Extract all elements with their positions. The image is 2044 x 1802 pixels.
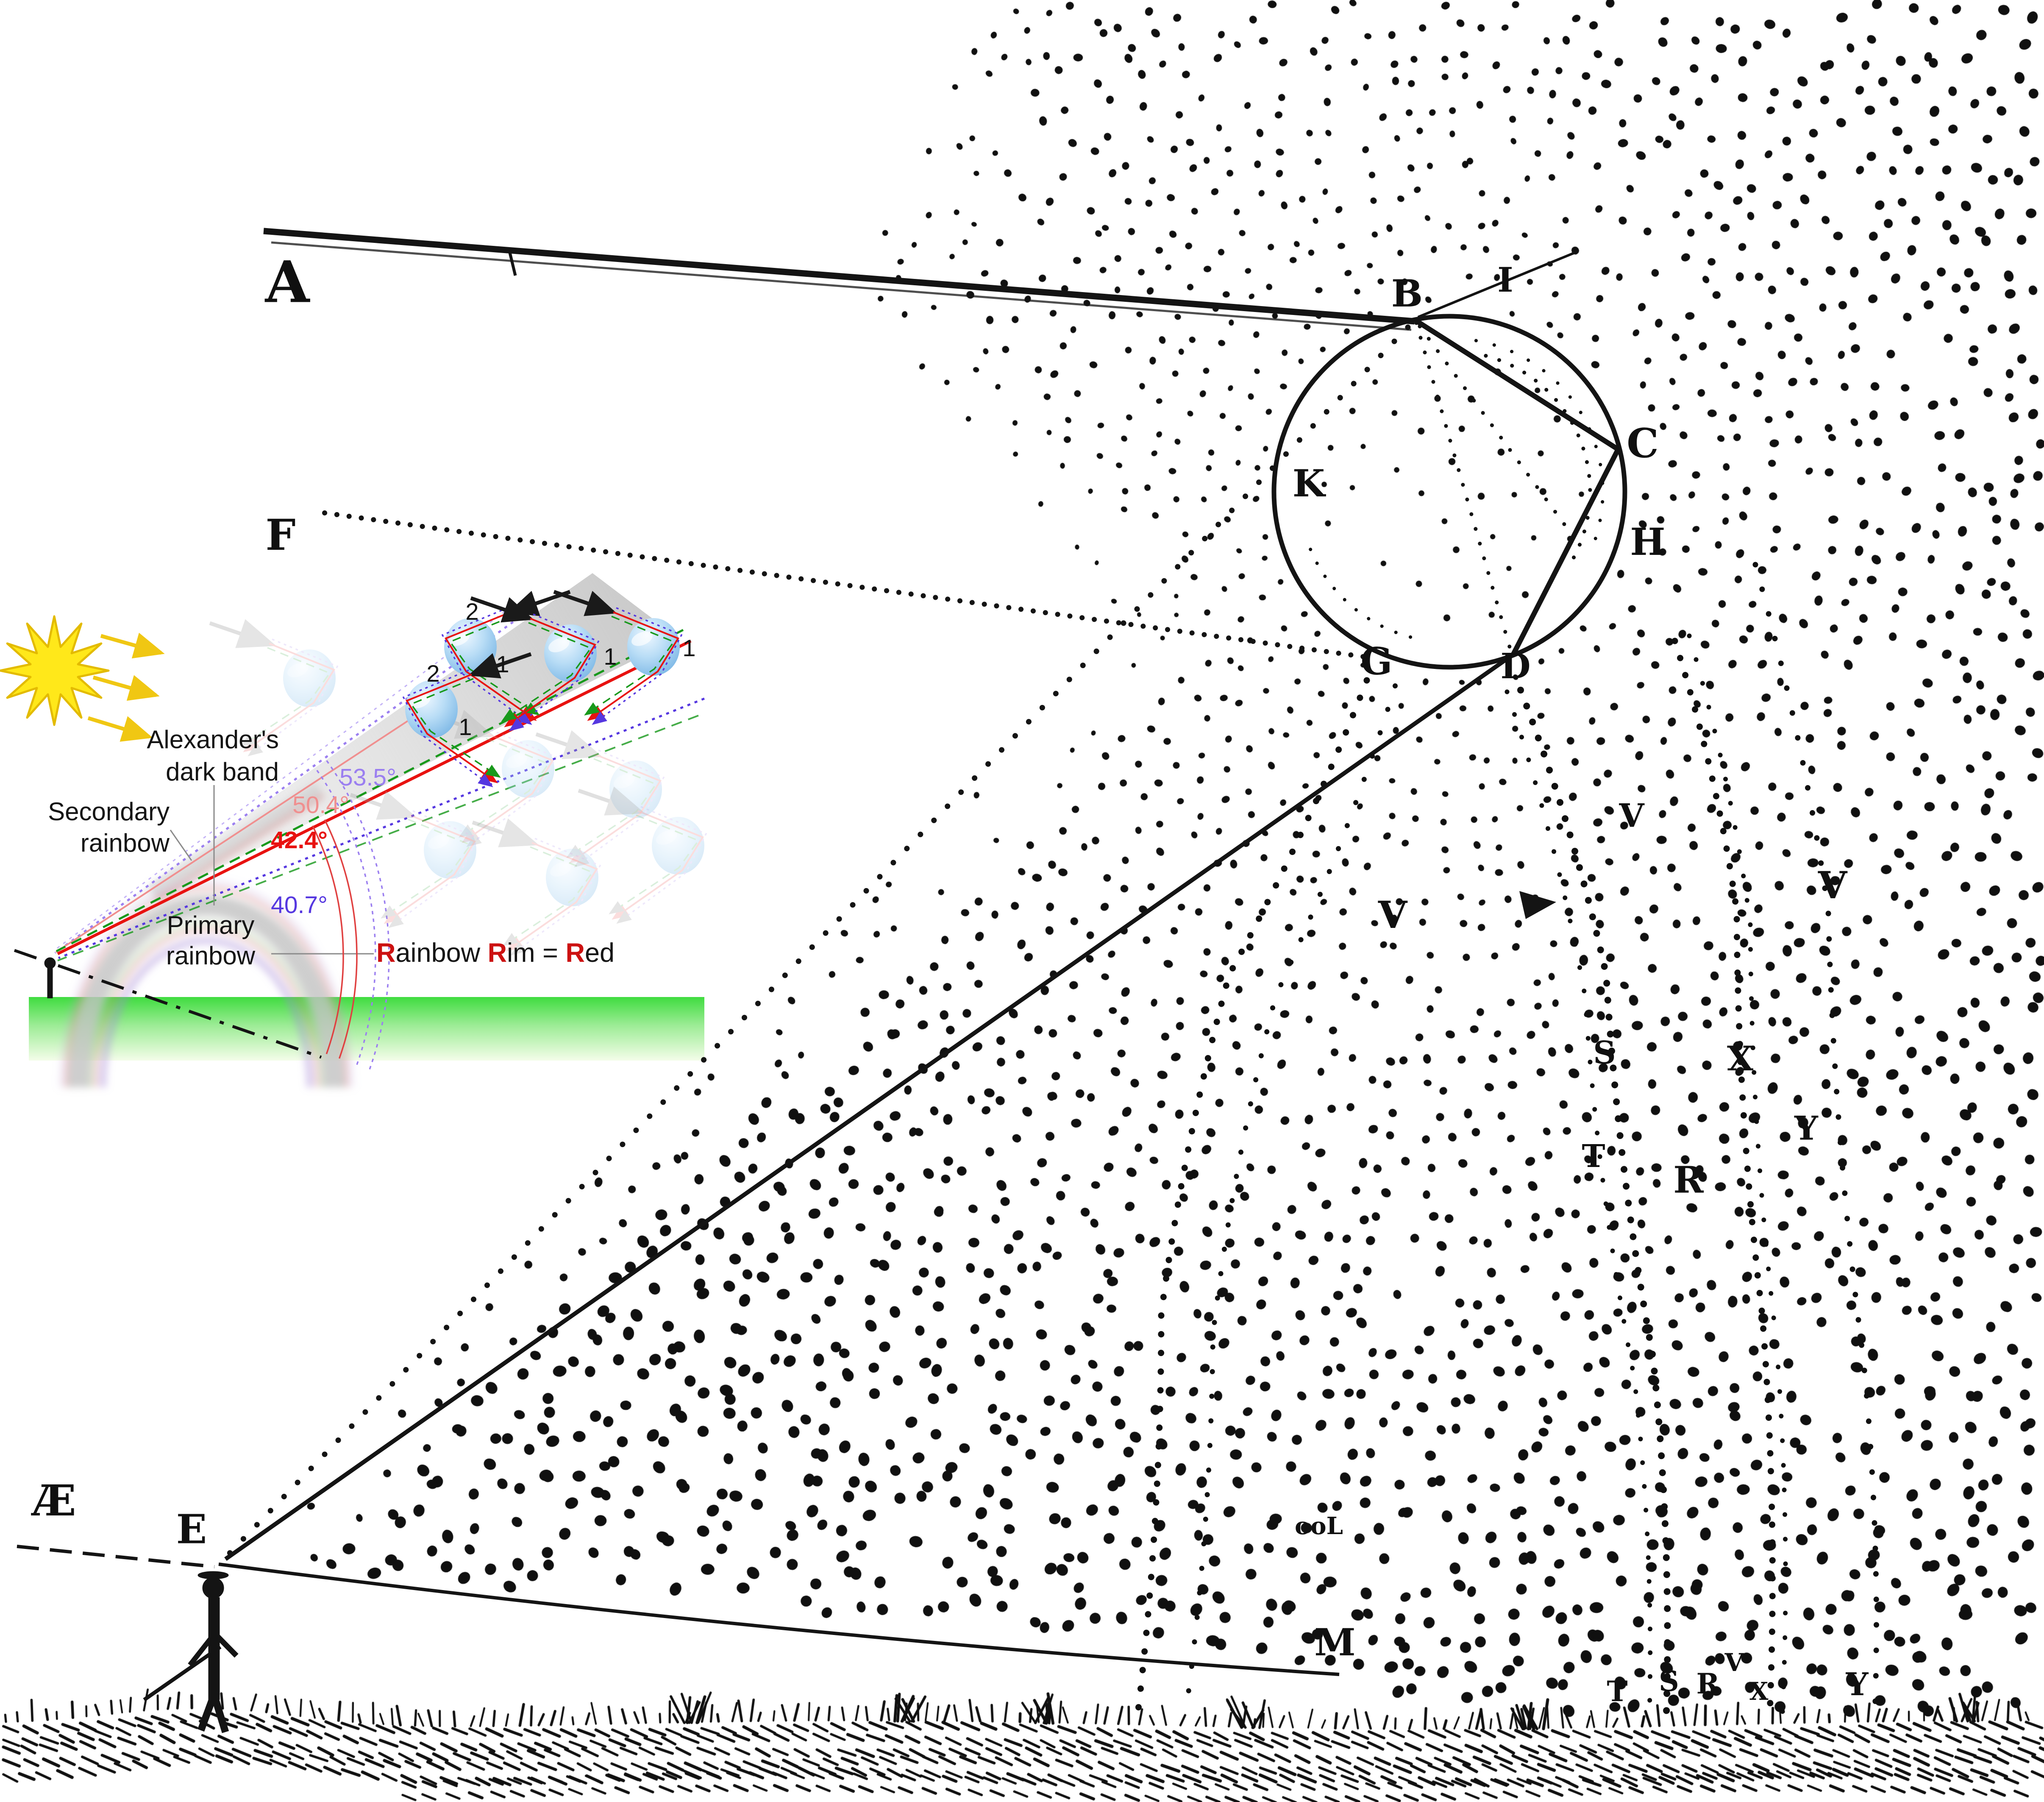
- letter-Y-bottom: Y: [1846, 1666, 1869, 1703]
- rainbow-angles-inset: [0, 573, 707, 1088]
- letter-V-mid: V: [1619, 797, 1645, 835]
- water-droplet: [402, 652, 532, 788]
- label-primary-line2: rainbow: [166, 941, 256, 970]
- label-secondary-line2: rainbow: [80, 829, 170, 857]
- letter-T-upper: T: [1582, 1138, 1605, 1175]
- water-drop-circle: [1271, 314, 1627, 670]
- caustic-dotted-curve: [1517, 687, 1671, 1716]
- letter-K: K: [1293, 461, 1327, 505]
- label-primary-line1: Primary: [167, 911, 255, 939]
- water-droplet-faded: [472, 818, 601, 956]
- water-droplet-faded: [578, 786, 707, 924]
- rim-text: =: [535, 938, 566, 968]
- letter-AE: Æ: [31, 1476, 76, 1526]
- letter-D: D: [1500, 646, 1530, 687]
- letter-R-upper: R: [1673, 1159, 1704, 1202]
- ray-42-4: [57, 639, 692, 955]
- rim-letter-R: R: [487, 938, 507, 968]
- caustic-dotted-curve: [1752, 562, 1879, 1716]
- horizon-dash-left: [17, 1545, 215, 1568]
- drop-inner-dotted-arc: [1484, 354, 1592, 564]
- sun-ray-A-line: [263, 228, 1415, 325]
- letter-M: M: [1314, 1620, 1355, 1664]
- angle-label-50.4: 50.4°: [292, 791, 349, 819]
- letter-B: B: [1391, 271, 1423, 315]
- chord-B-C: [1415, 318, 1620, 452]
- rim-text: ed: [584, 938, 615, 968]
- ray-D-to-eye: [224, 655, 1511, 1561]
- label-alexanders-line1: Alexander's: [147, 725, 279, 754]
- letter-H: H: [1630, 520, 1665, 564]
- letter-R-bottom: R: [1696, 1667, 1720, 1700]
- ray-number-2-4: 2: [426, 660, 440, 687]
- water-droplet: [470, 596, 600, 732]
- angle-label-53.5: 53.5°: [339, 764, 396, 791]
- dart-arrow-icon: [1519, 891, 1556, 919]
- sun-ray-A-line-2: [271, 241, 1412, 331]
- tick-on-A-line: [508, 251, 517, 276]
- letter-A: A: [264, 248, 311, 316]
- rainbow-rim-label: Rainbow Rim = Red: [376, 938, 615, 968]
- anti-solar-dashdot-line: [14, 949, 322, 1059]
- primary-rainbow-arch: [60, 880, 353, 1088]
- sun-core: [32, 649, 76, 693]
- caustic-dotted-curve: [1183, 683, 1398, 1715]
- caustic-dotted-curve: [1504, 689, 1653, 1715]
- B-I-extension: [1417, 251, 1576, 318]
- ray-50-4: [55, 706, 430, 953]
- rim-letter-R: R: [565, 938, 585, 968]
- arc-red-inner: [311, 825, 344, 1054]
- drop-inner-dotted-arc: [1474, 339, 1605, 546]
- arc-purple-inner: [313, 766, 376, 1065]
- angle-label-40.7: 40.7°: [271, 891, 328, 919]
- inset-ground: [29, 997, 704, 1061]
- caustic-dotted-curve: [1687, 633, 1788, 1715]
- water-droplet-faded: [209, 619, 339, 757]
- letter-V-left: V: [1378, 893, 1408, 937]
- inner-dotted-B-H: [1418, 324, 1583, 549]
- rim-text: im: [507, 938, 535, 968]
- letter-S-upper: S: [1593, 1035, 1616, 1071]
- rim-letter-R: R: [376, 938, 396, 968]
- drop-inner-dotted-arc: [1306, 541, 1413, 639]
- letter-F: F: [266, 510, 296, 560]
- letter-S-bottom: S: [1659, 1665, 1679, 1698]
- letter-C: C: [1627, 420, 1659, 467]
- ray-number-1-3: 1: [682, 635, 696, 661]
- caustic-dotted-curve: [1671, 638, 1776, 1716]
- letter-E: E: [176, 1506, 207, 1553]
- arc-red-outer: [324, 819, 358, 1059]
- chord-C-D: [1510, 448, 1621, 656]
- letter-V-right: V: [1818, 863, 1848, 907]
- letter-smudge: ooL: [1295, 1512, 1343, 1540]
- water-droplet-faded: [350, 791, 479, 928]
- rim-text: ainbow: [395, 938, 488, 968]
- letter-T-bottom: T: [1607, 1675, 1627, 1708]
- ray-53-5: [54, 612, 526, 954]
- ray-number-1-2: 1: [603, 643, 617, 670]
- water-droplet: [553, 590, 683, 725]
- letter-X-upper: X: [1727, 1039, 1753, 1078]
- sun-ray-F-dotted: [322, 510, 1375, 660]
- angle-label-42.4: 42.4°: [271, 827, 328, 854]
- letter-V-bottom: V: [1724, 1648, 1744, 1677]
- ray-number-1-1: 1: [496, 651, 509, 677]
- observer-figure: [143, 1571, 239, 1733]
- label-secondary-line1: Secondary: [48, 797, 170, 826]
- water-droplet-faded: [428, 710, 557, 847]
- ray-number-2-0: 2: [465, 598, 479, 625]
- caustic-dotted-curve: [1135, 677, 1370, 1716]
- sun-rays: [87, 632, 165, 742]
- inset-observer: [44, 957, 56, 998]
- engraving-lines: [17, 228, 1627, 1733]
- ray-number-1-5: 1: [459, 713, 472, 740]
- label-alexanders-line2: dark band: [166, 758, 279, 786]
- sightline-eye-to-M: [218, 1562, 1340, 1676]
- letter-I: I: [1497, 260, 1513, 300]
- ray-green-a: [56, 629, 684, 953]
- letter-Y-upper: Y: [1794, 1109, 1819, 1148]
- letter-G: G: [1360, 639, 1392, 683]
- letter-X-bottom: X: [1749, 1677, 1768, 1706]
